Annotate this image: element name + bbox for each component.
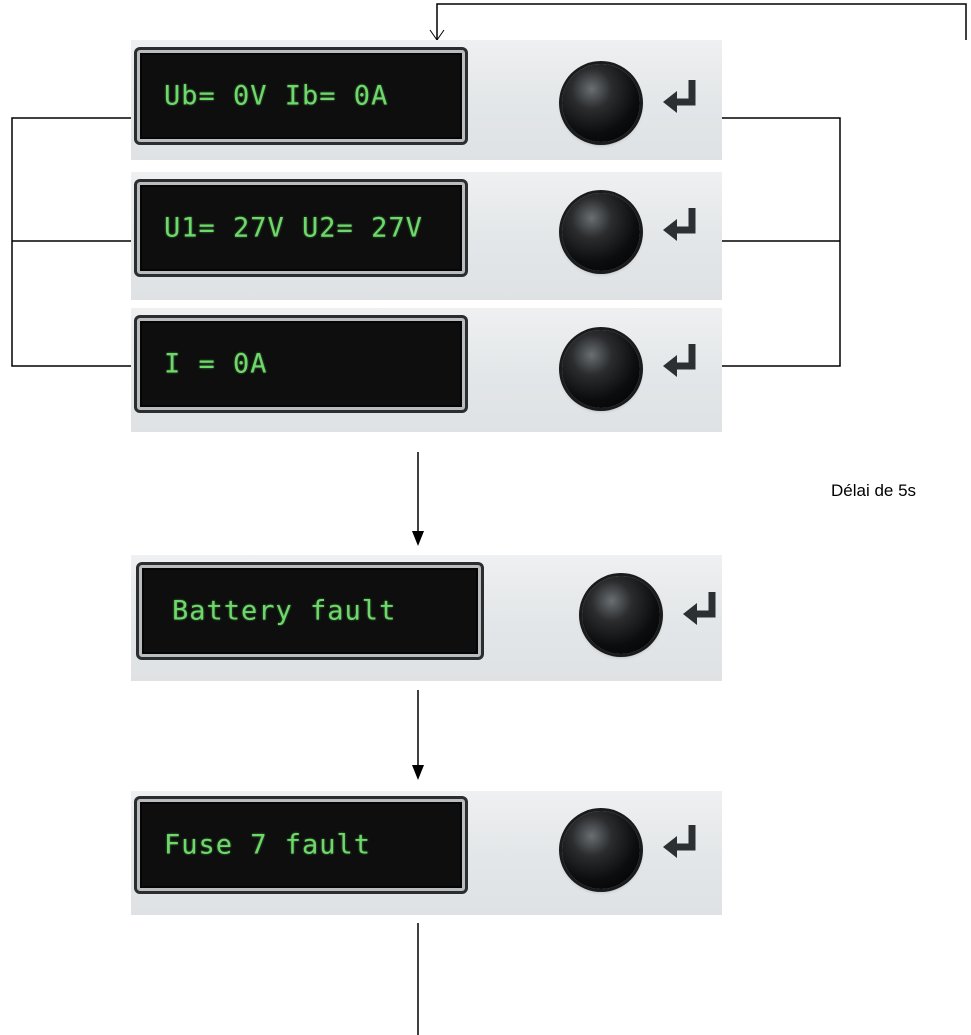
round-push-button-icon[interactable] (582, 576, 660, 654)
round-push-button-icon[interactable] (562, 193, 640, 271)
lcd-screen-4: Battery fault (139, 565, 481, 657)
display-panel-4: Battery fault (131, 555, 722, 681)
round-push-button-icon[interactable] (562, 811, 640, 889)
right-bracket-line (722, 117, 841, 367)
lcd-text-5: Fuse 7 fault (164, 829, 372, 861)
enter-arrow-icon (663, 344, 696, 377)
enter-arrow-icon (663, 208, 696, 241)
enter-arrow-icon (683, 592, 716, 625)
lcd-text-3: I = 0A (164, 348, 268, 380)
lcd-text-2: U1= 27V U2= 27V (164, 212, 423, 244)
left-bracket-line (11, 117, 132, 367)
display-panel-1: Ub= 0V Ib= 0A (131, 40, 722, 160)
lcd-screen-2: U1= 27V U2= 27V (137, 182, 465, 274)
arrow-head-1 (412, 531, 424, 546)
enter-arrow-icon (663, 80, 696, 113)
round-push-button-icon[interactable] (562, 64, 640, 142)
delay-note: Délai de 5s (831, 481, 917, 500)
loop-back-line (436, 3, 967, 40)
arrow-head-2 (412, 765, 424, 780)
lcd-screen-3: I = 0A (137, 318, 465, 410)
lcd-screen-1: Ub= 0V Ib= 0A (137, 50, 465, 142)
lcd-screen-5: Fuse 7 fault (137, 799, 465, 891)
display-panel-5: Fuse 7 fault (131, 791, 722, 915)
enter-arrow-icon (663, 825, 696, 858)
display-panel-2: U1= 27V U2= 27V (131, 172, 722, 300)
display-panel-3: I = 0A (131, 308, 722, 432)
lcd-text-1: Ub= 0V Ib= 0A (164, 80, 389, 112)
lcd-text-4: Battery fault (172, 595, 397, 627)
round-push-button-icon[interactable] (562, 330, 640, 408)
